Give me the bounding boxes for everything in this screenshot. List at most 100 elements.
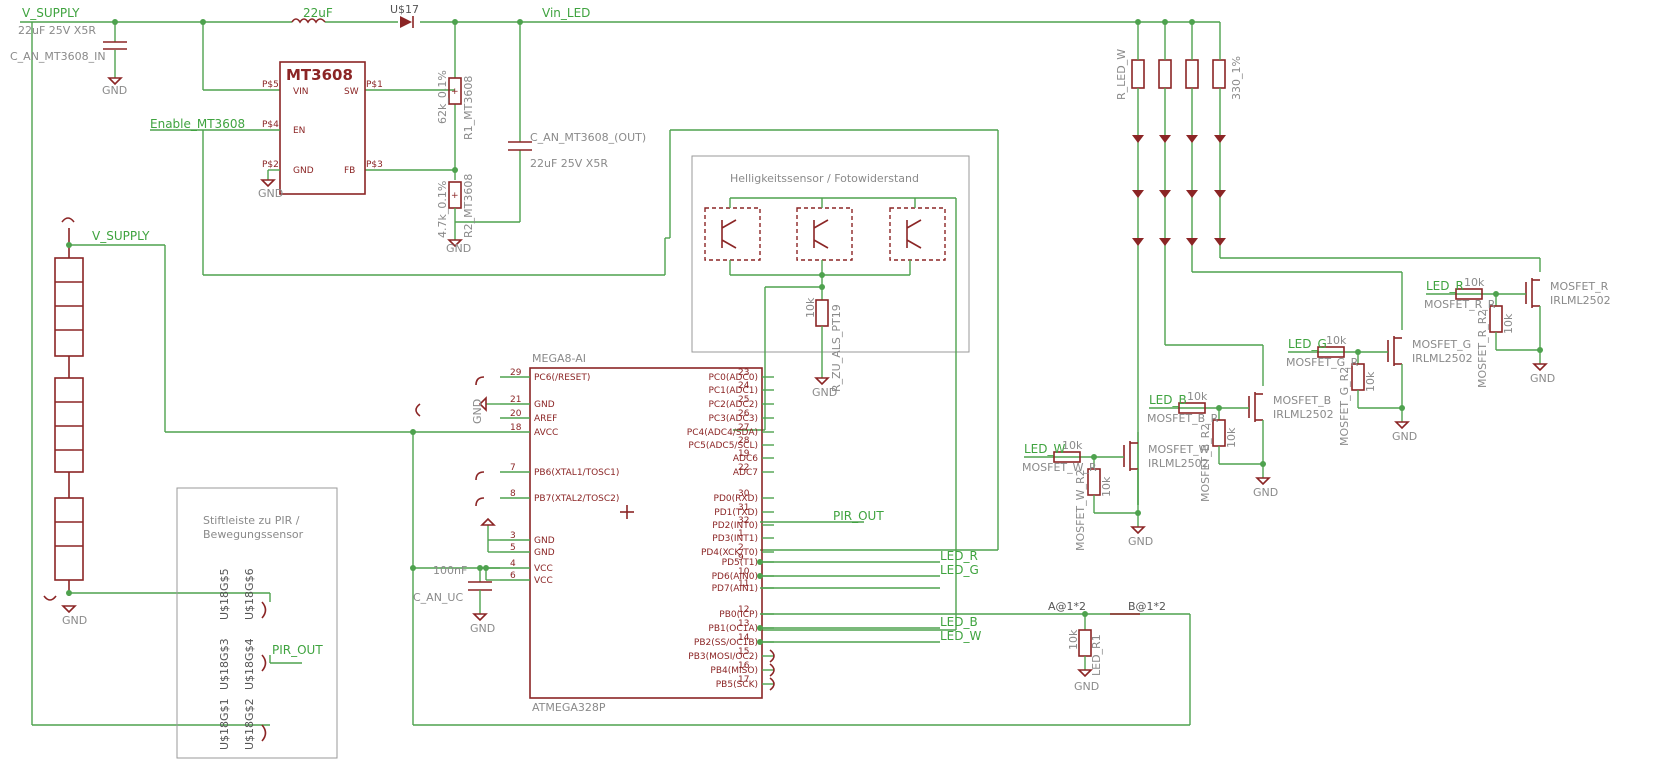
- gnd-label-fet: GND: [1128, 535, 1153, 548]
- mcu-right-pin-num: 15: [738, 647, 749, 657]
- top-rail-wires: [20, 21, 1220, 725]
- mcu-right-pin-num: 10: [738, 567, 750, 577]
- gnd-label: GND: [102, 84, 127, 97]
- light-sensor-block: Helligkeitssensor / Fotowiderstand 10k R…: [691, 155, 970, 631]
- mosfet-name: MOSFET_B: [1273, 394, 1331, 407]
- mcu-right-pin-name: PC4(ADC4/SDA): [687, 428, 758, 438]
- r2-value: 4.7k_0.1%: [436, 181, 449, 238]
- mcu-right-pin-num: 27: [738, 423, 749, 433]
- hdr-6: U$18G$6: [243, 568, 256, 620]
- r1-value: 62k_0.1%: [436, 70, 449, 124]
- mcu-right-pin-name: PD0(RXD): [714, 494, 758, 504]
- header-title-1: Stiftleiste zu PIR /: [203, 514, 300, 527]
- mcu-left-pin-num: 18: [510, 423, 522, 433]
- mosfet-r2-name: MOSFET_R_R2: [1476, 310, 1489, 388]
- mcu-right-pin-num: 22: [738, 463, 749, 473]
- mcu-right-pin-num: 31: [738, 503, 749, 513]
- net-pir-out-uc: PIR_OUT: [833, 509, 884, 523]
- mcu-right-pin-name: ADC6: [733, 454, 758, 464]
- net-led-r-uc: LED_R: [940, 549, 978, 563]
- r-led-w-name: R_LED_W: [1115, 49, 1128, 100]
- mcu-right-pin-num: 25: [738, 395, 749, 405]
- cout-name: C_AN_MT3608_(OUT): [530, 131, 646, 144]
- mcu-right-pin-num: 1: [738, 529, 744, 539]
- hdr-2: U$18G$2: [243, 698, 256, 750]
- r2-name: R2_MT3608: [462, 174, 475, 238]
- mcu-left-pin-name: GND: [534, 400, 555, 410]
- mcu-right-pin-name: PD3(INT1): [712, 534, 758, 544]
- mcu-right-pin-name: PB1(OC1A): [708, 624, 758, 634]
- mcu-right-pin-name: PC3(ADC3): [708, 414, 758, 424]
- mt3608-pin-p4: P$4: [262, 120, 279, 130]
- gnd-label-uc2: GND: [471, 399, 484, 424]
- led-icon: [1132, 135, 1144, 143]
- inductor: 22uF: [291, 6, 333, 24]
- mcu-right-pin-name: PB2(SS/OC1B): [694, 638, 758, 648]
- svg-text:+: +: [451, 191, 459, 201]
- mcu-part: ATMEGA328P: [532, 701, 606, 714]
- led-icon: [1132, 238, 1144, 246]
- mcu-right-pin-num: 11: [738, 579, 749, 589]
- mcu-left-pin-name: GND: [534, 536, 555, 546]
- mcu-right-pin-num: 32: [738, 516, 749, 526]
- header-title-2: Bewegungssensor: [203, 528, 304, 541]
- mcu-right-pin-num: 30: [738, 489, 750, 499]
- mcu-right-pin-name: PC0(ADC0): [708, 373, 758, 383]
- diode-name: U$17: [390, 3, 419, 16]
- mcu-right-pin-num: 17: [738, 675, 749, 685]
- b1-label: B@1*2: [1128, 600, 1166, 613]
- mcu-name: MEGA8-AI: [532, 352, 586, 365]
- hdr-3: U$18G$3: [218, 638, 231, 690]
- inductor-value: 22uF: [303, 6, 333, 20]
- mt3608-title: MT3608: [286, 66, 353, 84]
- mcu-left-pin-num: 29: [510, 368, 522, 378]
- r10k-fet: 10k: [1326, 334, 1347, 347]
- r10k-fet: 10k: [1062, 439, 1083, 452]
- output-capacitor: C_AN_MT3608_(OUT) 22uF 25V X5R: [508, 131, 646, 170]
- net-led-w-uc: LED_W: [940, 629, 982, 643]
- mcu-right-pin-name: PD1(TXD): [714, 508, 758, 518]
- c-uc-name: C_AN_UC: [413, 591, 463, 604]
- led-icon: [1214, 238, 1226, 246]
- led-icon: [1132, 190, 1144, 198]
- mosfet-stage: GNDLED_W10kMOSFET_W_R10kMOSFET_W_R2MOSFE…: [1022, 439, 1210, 551]
- mcu-right-pin-name: PC1(ADC1): [708, 386, 758, 396]
- mcu-left-pin-name: AREF: [534, 414, 557, 424]
- mcu-right-pin-name: PD7(AIN1): [712, 584, 758, 594]
- mt3608-fb: FB: [344, 166, 355, 176]
- mcu-right-pin-name: PC5(ADC5/SCL): [688, 441, 758, 451]
- a1-label: A@1*2: [1048, 600, 1086, 613]
- net-v-supply-top: V_SUPPLY: [22, 6, 80, 20]
- r1-name: R1_MT3608: [462, 76, 475, 140]
- net-led-fet: LED_B: [1149, 393, 1187, 407]
- mcu-left-pin-num: 6: [510, 571, 516, 581]
- r-als-name: R_ZU_ALS_PT19: [830, 304, 843, 392]
- cin-value: 22uF 25V X5R: [18, 24, 96, 37]
- mcu-left-pin-name: AVCC: [534, 428, 558, 438]
- r10k-test: 10k: [1067, 629, 1080, 650]
- r10k-fet: 10k: [1187, 390, 1208, 403]
- mcu-left-pin-name: PB6(XTAL1/TOSC1): [534, 468, 619, 478]
- gnd-label-als: GND: [812, 386, 837, 399]
- mcu-right-pin-num: 13: [738, 619, 749, 629]
- net-led-fet: LED_R: [1426, 279, 1464, 293]
- mt3608-sw: SW: [344, 87, 359, 97]
- r10k-fet-r2: 10k: [1364, 371, 1377, 392]
- gnd-label-uc: GND: [470, 622, 495, 635]
- mosfet-name: MOSFET_G: [1412, 338, 1471, 351]
- mosfet-r-name: MOSFET_G_R: [1286, 356, 1359, 369]
- sensor-title: Helligkeitssensor / Fotowiderstand: [730, 172, 919, 185]
- mcu-right-pin-name: PD5(T1): [722, 558, 758, 568]
- gnd-label-fet: GND: [1392, 430, 1417, 443]
- mcu-left-pin-name: PB7(XTAL2/TOSC2): [534, 494, 619, 504]
- led-icon: [1214, 135, 1226, 143]
- mcu-right-pin-num: 19: [738, 449, 750, 459]
- mosfet-r-name: MOSFET_R_R: [1424, 298, 1496, 311]
- mosfet-part: IRLML2502: [1273, 408, 1334, 421]
- mcu-left-pin-num: 4: [510, 559, 516, 569]
- mcu-left-pin-num: 3: [510, 531, 516, 541]
- mcu-right-pin-num: 26: [738, 409, 750, 419]
